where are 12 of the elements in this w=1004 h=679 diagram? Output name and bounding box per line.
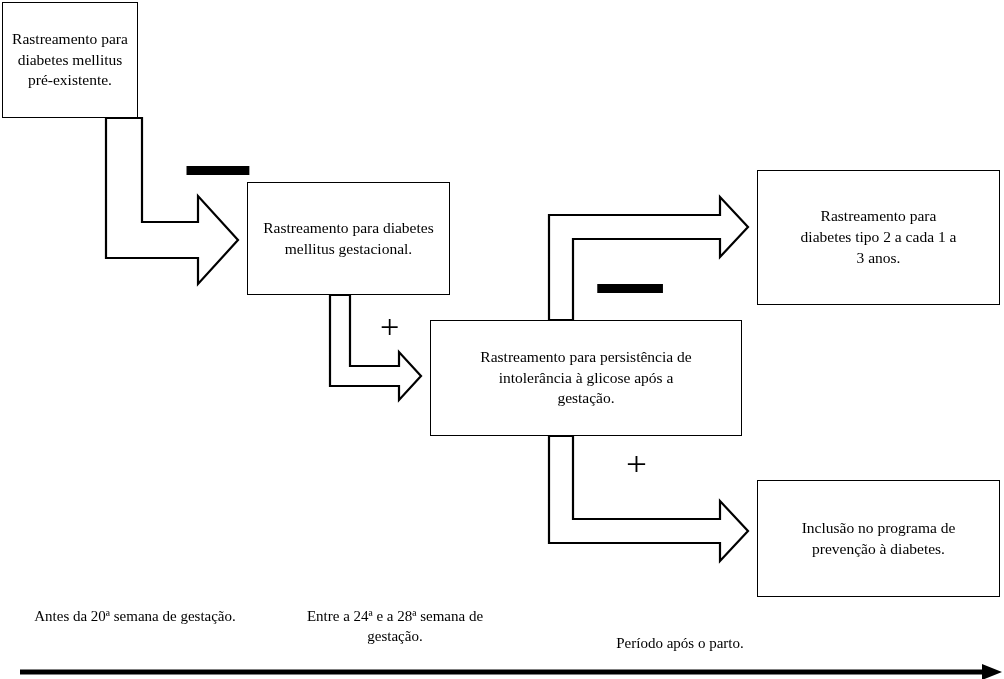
block-arrow: [328, 293, 423, 403]
process-box: Rastreamento para persistência de intolerância à glicose após a gestação.: [430, 320, 742, 436]
process-box: Rastreamento para diabetes tipo 2 a cada 1 a 3 anos.: [757, 170, 1000, 305]
process-box: Inclusão no programa de prevenção à diabetes.: [757, 480, 1000, 597]
block-arrow: [104, 116, 240, 287]
process-box: Rastreamento para diabetes mellitus pré-existente.: [2, 2, 138, 118]
block-arrow: [547, 434, 750, 564]
block-arrow: [547, 194, 750, 322]
process-box: Rastreamento para diabetes mellitus gestacional.: [247, 182, 450, 295]
timeline-label: Entre a 24ª e a 28ª semana de gestação.: [305, 607, 485, 646]
timeline-label: Antes da 20ª semana de gestação.: [33, 607, 237, 626]
timeline-label: Período após o parto.: [615, 634, 745, 653]
